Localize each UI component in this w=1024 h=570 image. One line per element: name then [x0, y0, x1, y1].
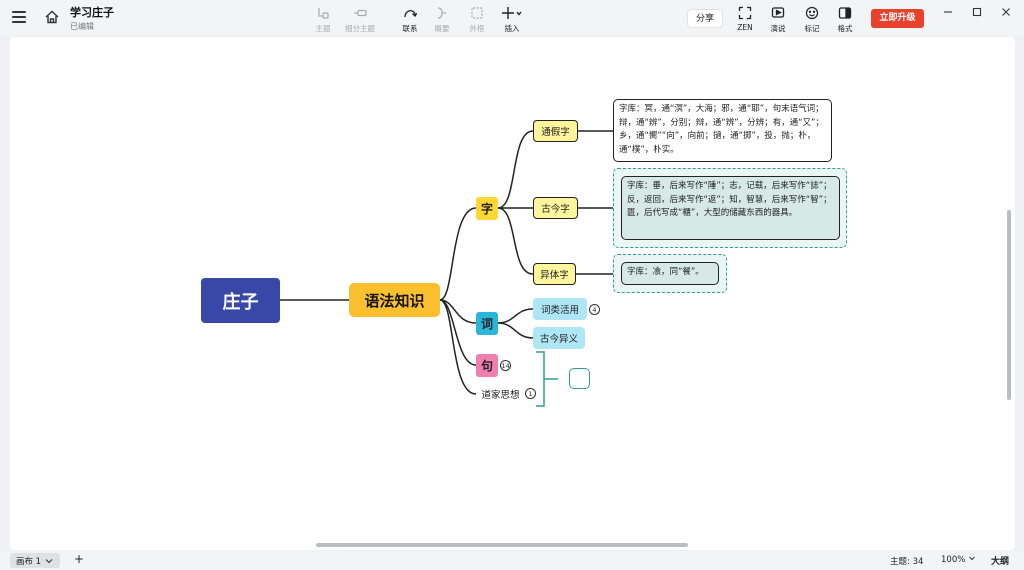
marker-smiley-icon: [795, 6, 829, 20]
upgrade-button[interactable]: 立即升级: [871, 9, 924, 28]
chevron-down-icon: [45, 558, 53, 563]
tool-insert-label: 插入: [504, 24, 520, 33]
tool-zen[interactable]: ZEN: [728, 6, 762, 32]
top-toolbar: 学习庄子 已编辑 主题 细分主题 联系 概要 外框 插入 分享 ZEN 演说 标…: [0, 0, 1024, 36]
main-topic-grammar[interactable]: 语法知识: [349, 283, 440, 317]
topic-count: 主题: 34: [890, 557, 924, 567]
zoom-value: 100%: [941, 555, 966, 565]
tool-topic-label: 主题: [315, 24, 331, 33]
empty-summary-topic[interactable]: [569, 368, 590, 389]
tool-marker-label: 标记: [804, 24, 820, 33]
menu-hamburger-icon[interactable]: [12, 11, 26, 23]
format-panel-icon: [828, 6, 862, 20]
topic-yitizi[interactable]: 异体字: [533, 263, 576, 285]
note-gujinzi[interactable]: 字库：垂，后来写作“陲”；志，记载，后来写作“誌”；反，返回，后来写作“返”；知…: [621, 176, 840, 240]
insert-plus-icon: [495, 6, 529, 20]
outline-button[interactable]: 大纲: [991, 557, 1010, 567]
relationship-icon: [393, 6, 427, 20]
topic-gujinzi[interactable]: 古今字: [533, 197, 578, 219]
maximize-icon[interactable]: [970, 4, 984, 18]
branch-ju[interactable]: 句: [476, 354, 498, 377]
topic-cilei-huoyong[interactable]: 词类活用: [533, 298, 587, 320]
tool-topic[interactable]: 主题: [306, 6, 340, 34]
horizontal-scrollbar[interactable]: [316, 543, 688, 547]
share-button[interactable]: 分享: [687, 9, 723, 28]
tool-boundary[interactable]: 外框: [460, 6, 494, 34]
subtopic-icon: [343, 6, 377, 20]
chevron-down-icon: [969, 556, 975, 561]
collapsed-count-badge[interactable]: 14: [500, 360, 511, 371]
tool-summary[interactable]: 概要: [425, 6, 459, 34]
mindmap-canvas[interactable]: 庄子 语法知识 字 词 句 14 道家思想 1 通假字 古今字 异体字 词类活用…: [10, 37, 1015, 550]
minimize-icon[interactable]: [941, 4, 955, 18]
boundary-icon: [460, 6, 494, 20]
branch-zi[interactable]: 字: [476, 197, 498, 220]
collapsed-count-badge[interactable]: 4: [589, 304, 600, 315]
note-tongjiazi[interactable]: 字库：冥，通“溟”，大海；邪，通“耶”，句末语气词；辩，通“辨”，分别；辩，通“…: [613, 99, 832, 162]
note-yitizi[interactable]: 字库：飡，同“餐”。: [621, 262, 719, 285]
document-title[interactable]: 学习庄子: [70, 6, 114, 19]
tool-format[interactable]: 格式: [828, 6, 862, 34]
topic-gujin-yiyi[interactable]: 古今异义: [533, 327, 585, 349]
connector-lines: [280, 130, 621, 407]
summary-icon: [425, 6, 459, 20]
zen-fullscreen-icon: [728, 6, 762, 20]
present-icon: [761, 6, 795, 20]
tool-format-label: 格式: [837, 24, 853, 33]
tool-relationship[interactable]: 联系: [393, 6, 427, 34]
tool-insert[interactable]: 插入: [495, 6, 529, 34]
close-icon[interactable]: [999, 4, 1013, 18]
tool-zen-label: ZEN: [737, 23, 753, 32]
root-topic[interactable]: 庄子: [201, 278, 280, 323]
topic-icon: [306, 6, 340, 20]
collapsed-count-badge[interactable]: 1: [525, 388, 536, 399]
tool-present[interactable]: 演说: [761, 6, 795, 34]
zoom-select[interactable]: 100%: [941, 555, 976, 565]
status-bar: 画布 1 + 主题: 34 100% 大纲: [0, 551, 1024, 570]
vertical-scrollbar[interactable]: [1007, 210, 1011, 400]
document-status: 已编辑: [70, 22, 94, 31]
home-icon[interactable]: [44, 9, 60, 25]
branch-ci[interactable]: 词: [476, 312, 498, 335]
tool-present-label: 演说: [770, 24, 786, 33]
tool-marker[interactable]: 标记: [795, 6, 829, 34]
tool-relationship-label: 联系: [402, 24, 418, 33]
tool-summary-label: 概要: [434, 24, 450, 33]
canvas-tab[interactable]: 画布 1: [10, 553, 60, 568]
canvas-tab-label: 画布 1: [15, 556, 42, 567]
tool-subtopic[interactable]: 细分主题: [343, 6, 377, 34]
branch-daojia[interactable]: 道家思想: [481, 390, 520, 401]
tool-subtopic-label: 细分主题: [345, 24, 375, 33]
add-canvas-button[interactable]: +: [74, 552, 85, 566]
topic-tongjiazi[interactable]: 通假字: [533, 120, 578, 142]
tool-boundary-label: 外框: [469, 24, 485, 33]
